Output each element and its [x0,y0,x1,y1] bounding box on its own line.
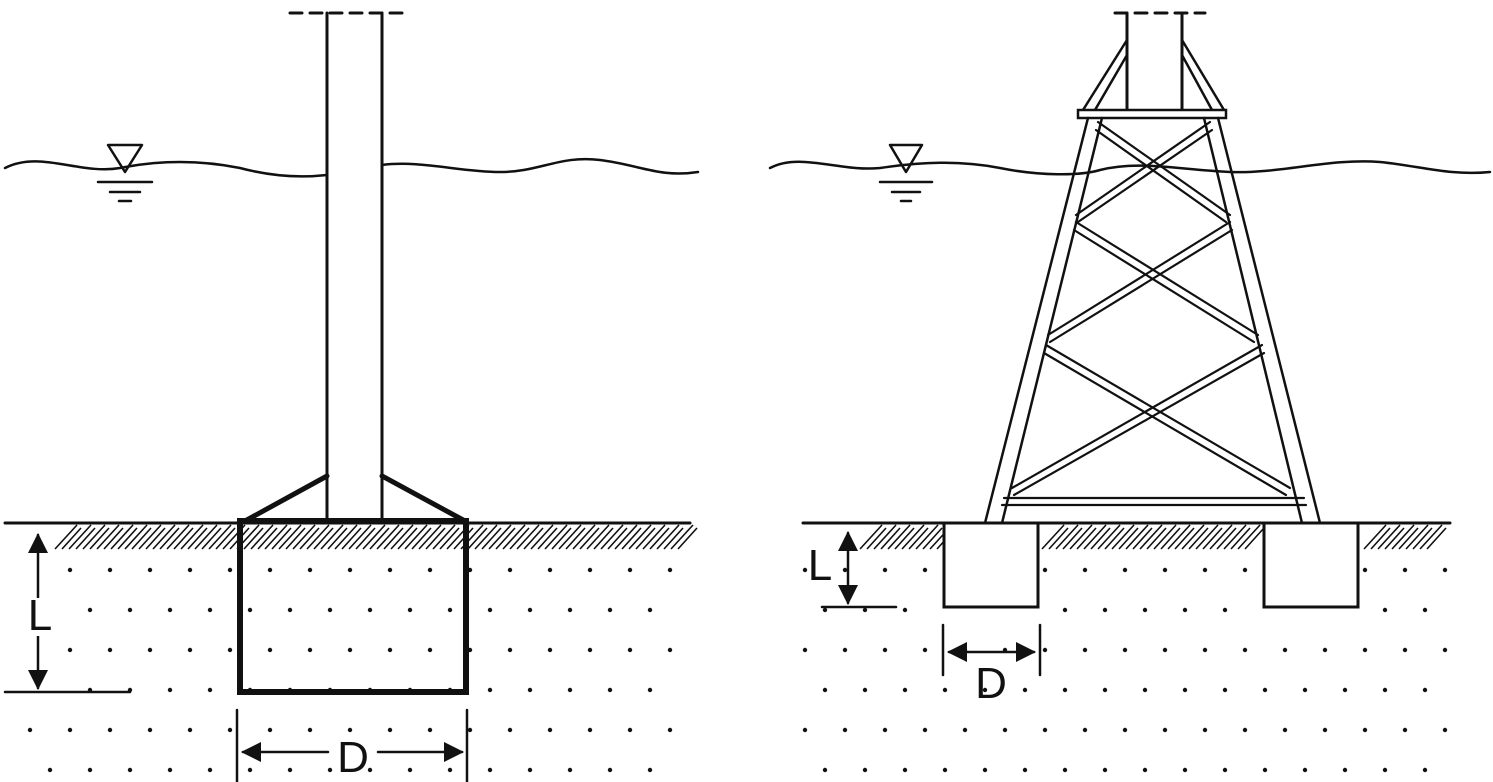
jacket-deck [1076,108,1228,120]
jacket-legs [983,116,1322,525]
bucket-foundation-left [942,521,1040,609]
depth-dimension: L [3,533,132,694]
water-level-icon [96,143,154,203]
diameter-label: D [975,659,1007,708]
soil-hatch-pattern [859,524,1447,550]
soil-dot-pattern [802,567,1448,773]
top-braces [1081,38,1226,112]
depth-label: L [28,591,52,640]
diameter-dimension: D [941,623,1042,708]
caisson-skirt [237,518,469,695]
jacket-x-braces [1000,120,1308,507]
diameter-dimension: D [235,708,469,782]
right-foundation-panel: L D [768,11,1492,773]
depth-dimension: L [808,531,898,609]
soil-hatch-pattern [54,524,698,550]
soil-dot-pattern [27,567,673,773]
left-foundation-panel: L D [3,11,700,782]
diameter-label: D [337,733,369,782]
bucket-foundation-right [1262,521,1360,609]
water-surface [768,160,1492,176]
water-level-icon [878,143,934,203]
water-surface [3,157,700,178]
transition-brace [242,473,468,524]
depth-label: L [808,541,832,590]
